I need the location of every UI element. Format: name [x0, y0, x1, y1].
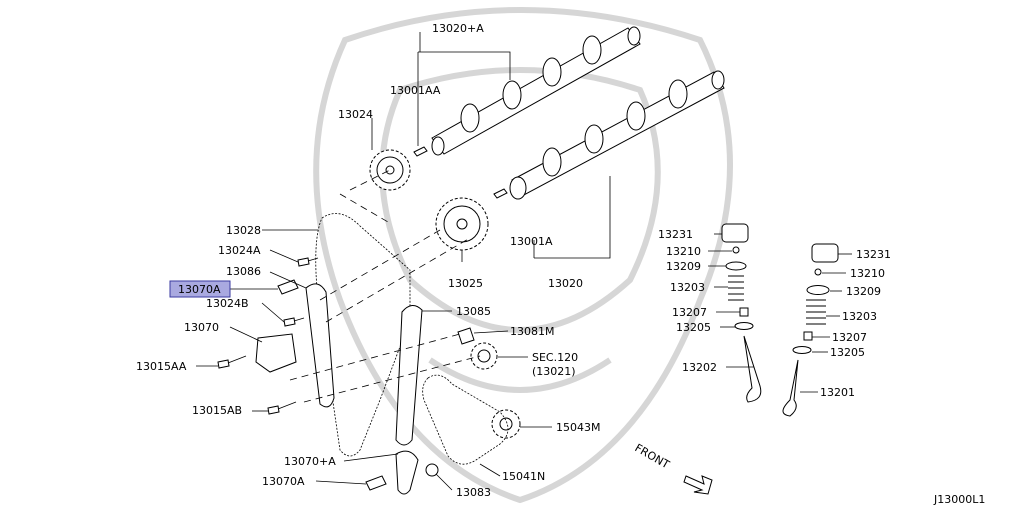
part-labels: 13020+A 13001AA 13024 13028 13024A 13086… — [136, 22, 985, 506]
label-13203-right[interactable]: 13203 — [842, 310, 877, 323]
chain-15041n[interactable] — [422, 374, 509, 465]
collar-13083[interactable] — [425, 463, 439, 477]
label-13024b[interactable]: 13024B — [206, 297, 249, 310]
alignment-dashes — [289, 169, 481, 403]
label-13070[interactable]: 13070 — [184, 321, 219, 334]
front-arrow-icon — [683, 475, 713, 495]
valve-lifter-13231-left[interactable] — [721, 223, 749, 243]
valve-seal-13207-left[interactable] — [739, 307, 749, 317]
dowel-pin-13001aa[interactable] — [413, 146, 428, 157]
label-13020a[interactable]: 13020+A — [432, 22, 484, 35]
timing-chain-13028[interactable] — [315, 213, 411, 457]
label-13024a[interactable]: 13024A — [218, 244, 261, 257]
valve-timing-control-13025[interactable] — [435, 197, 489, 251]
bolt-13015aa[interactable] — [217, 355, 247, 369]
label-13205-right[interactable]: 13205 — [830, 346, 865, 359]
valve-stack-left — [721, 223, 762, 403]
crank-sprocket-sec120[interactable] — [470, 342, 498, 370]
label-13001aa[interactable]: 13001AA — [390, 84, 441, 97]
label-13028[interactable]: 13028 — [226, 224, 261, 237]
label-15043m[interactable]: 15043M — [556, 421, 600, 434]
label-13070a-lower[interactable]: 13070A — [262, 475, 305, 488]
valve-collet-13210-left[interactable] — [732, 246, 740, 254]
cam-sprocket-13024[interactable] — [369, 149, 411, 191]
label-13231-left[interactable]: 13231 — [658, 228, 693, 241]
label-13001a[interactable]: 13001A — [510, 235, 553, 248]
camshaft-lower[interactable] — [509, 70, 725, 200]
label-13020[interactable]: 13020 — [548, 277, 583, 290]
label-13085[interactable]: 13085 — [456, 305, 491, 318]
bolt-13024b[interactable] — [283, 317, 305, 327]
dowel-pin-13001a[interactable] — [493, 188, 508, 199]
label-13210-right[interactable]: 13210 — [850, 267, 885, 280]
label-13207-right[interactable]: 13207 — [832, 331, 867, 344]
plug-13081m[interactable] — [457, 327, 475, 345]
spring-retainer-13209-left[interactable] — [725, 261, 747, 271]
label-sec120[interactable]: SEC.120 — [532, 351, 578, 364]
tensioner-13070[interactable] — [255, 333, 297, 373]
spring-retainer-13209-right[interactable] — [806, 285, 830, 295]
chain-guide-13086[interactable] — [305, 283, 335, 408]
label-13015aa[interactable]: 13015AA — [136, 360, 187, 373]
chain-guide-13085[interactable] — [395, 305, 423, 446]
label-13209-right[interactable]: 13209 — [846, 285, 881, 298]
bolt-13024a[interactable] — [297, 257, 319, 267]
label-13081m[interactable]: 13081M — [510, 325, 554, 338]
label-13021[interactable]: (13021) — [532, 365, 576, 378]
bolt-13015ab[interactable] — [267, 401, 297, 415]
valve-13202[interactable] — [743, 335, 762, 403]
label-13209-left[interactable]: 13209 — [666, 260, 701, 273]
tensioner-13070-plus-a[interactable] — [395, 450, 419, 495]
sprocket-15043m[interactable] — [491, 409, 521, 439]
label-13231-right[interactable]: 13231 — [856, 248, 891, 261]
valve-spring-13203-right[interactable] — [806, 299, 826, 325]
label-13203-left[interactable]: 13203 — [670, 281, 705, 294]
spring-seat-13205-right[interactable] — [792, 346, 812, 354]
label-13086[interactable]: 13086 — [226, 265, 261, 278]
spring-seat-13205-left[interactable] — [734, 322, 754, 330]
front-direction-indicator: FRONT — [633, 441, 713, 495]
valve-spring-13203-left[interactable] — [728, 275, 744, 301]
label-13083[interactable]: 13083 — [456, 486, 491, 499]
valve-13201[interactable] — [782, 359, 799, 417]
diagram-code: J13000L1 — [933, 493, 985, 506]
label-13015ab[interactable]: 13015AB — [192, 404, 242, 417]
label-13024[interactable]: 13024 — [338, 108, 373, 121]
label-13070a-highlighted[interactable]: 13070A — [178, 283, 221, 296]
pin-13070a-upper[interactable] — [277, 279, 299, 295]
label-15041n[interactable]: 15041N — [502, 470, 545, 483]
pin-13070a-lower[interactable] — [365, 475, 387, 491]
valve-seal-13207-right[interactable] — [803, 331, 813, 341]
highlight-box-13070a — [169, 280, 231, 298]
label-13205-left[interactable]: 13205 — [676, 321, 711, 334]
label-13025[interactable]: 13025 — [448, 277, 483, 290]
label-13202[interactable]: 13202 — [682, 361, 717, 374]
front-label: FRONT — [633, 441, 672, 471]
valve-lifter-13231-right[interactable] — [811, 243, 839, 263]
label-13210-left[interactable]: 13210 — [666, 245, 701, 258]
label-13201[interactable]: 13201 — [820, 386, 855, 399]
leader-lines — [196, 32, 852, 491]
camshaft-upper[interactable] — [431, 26, 641, 156]
label-13207-left[interactable]: 13207 — [672, 306, 707, 319]
valve-stack-right — [782, 243, 839, 417]
valve-collet-13210-right[interactable] — [814, 268, 822, 276]
label-13070-plus-a[interactable]: 13070+A — [284, 455, 336, 468]
